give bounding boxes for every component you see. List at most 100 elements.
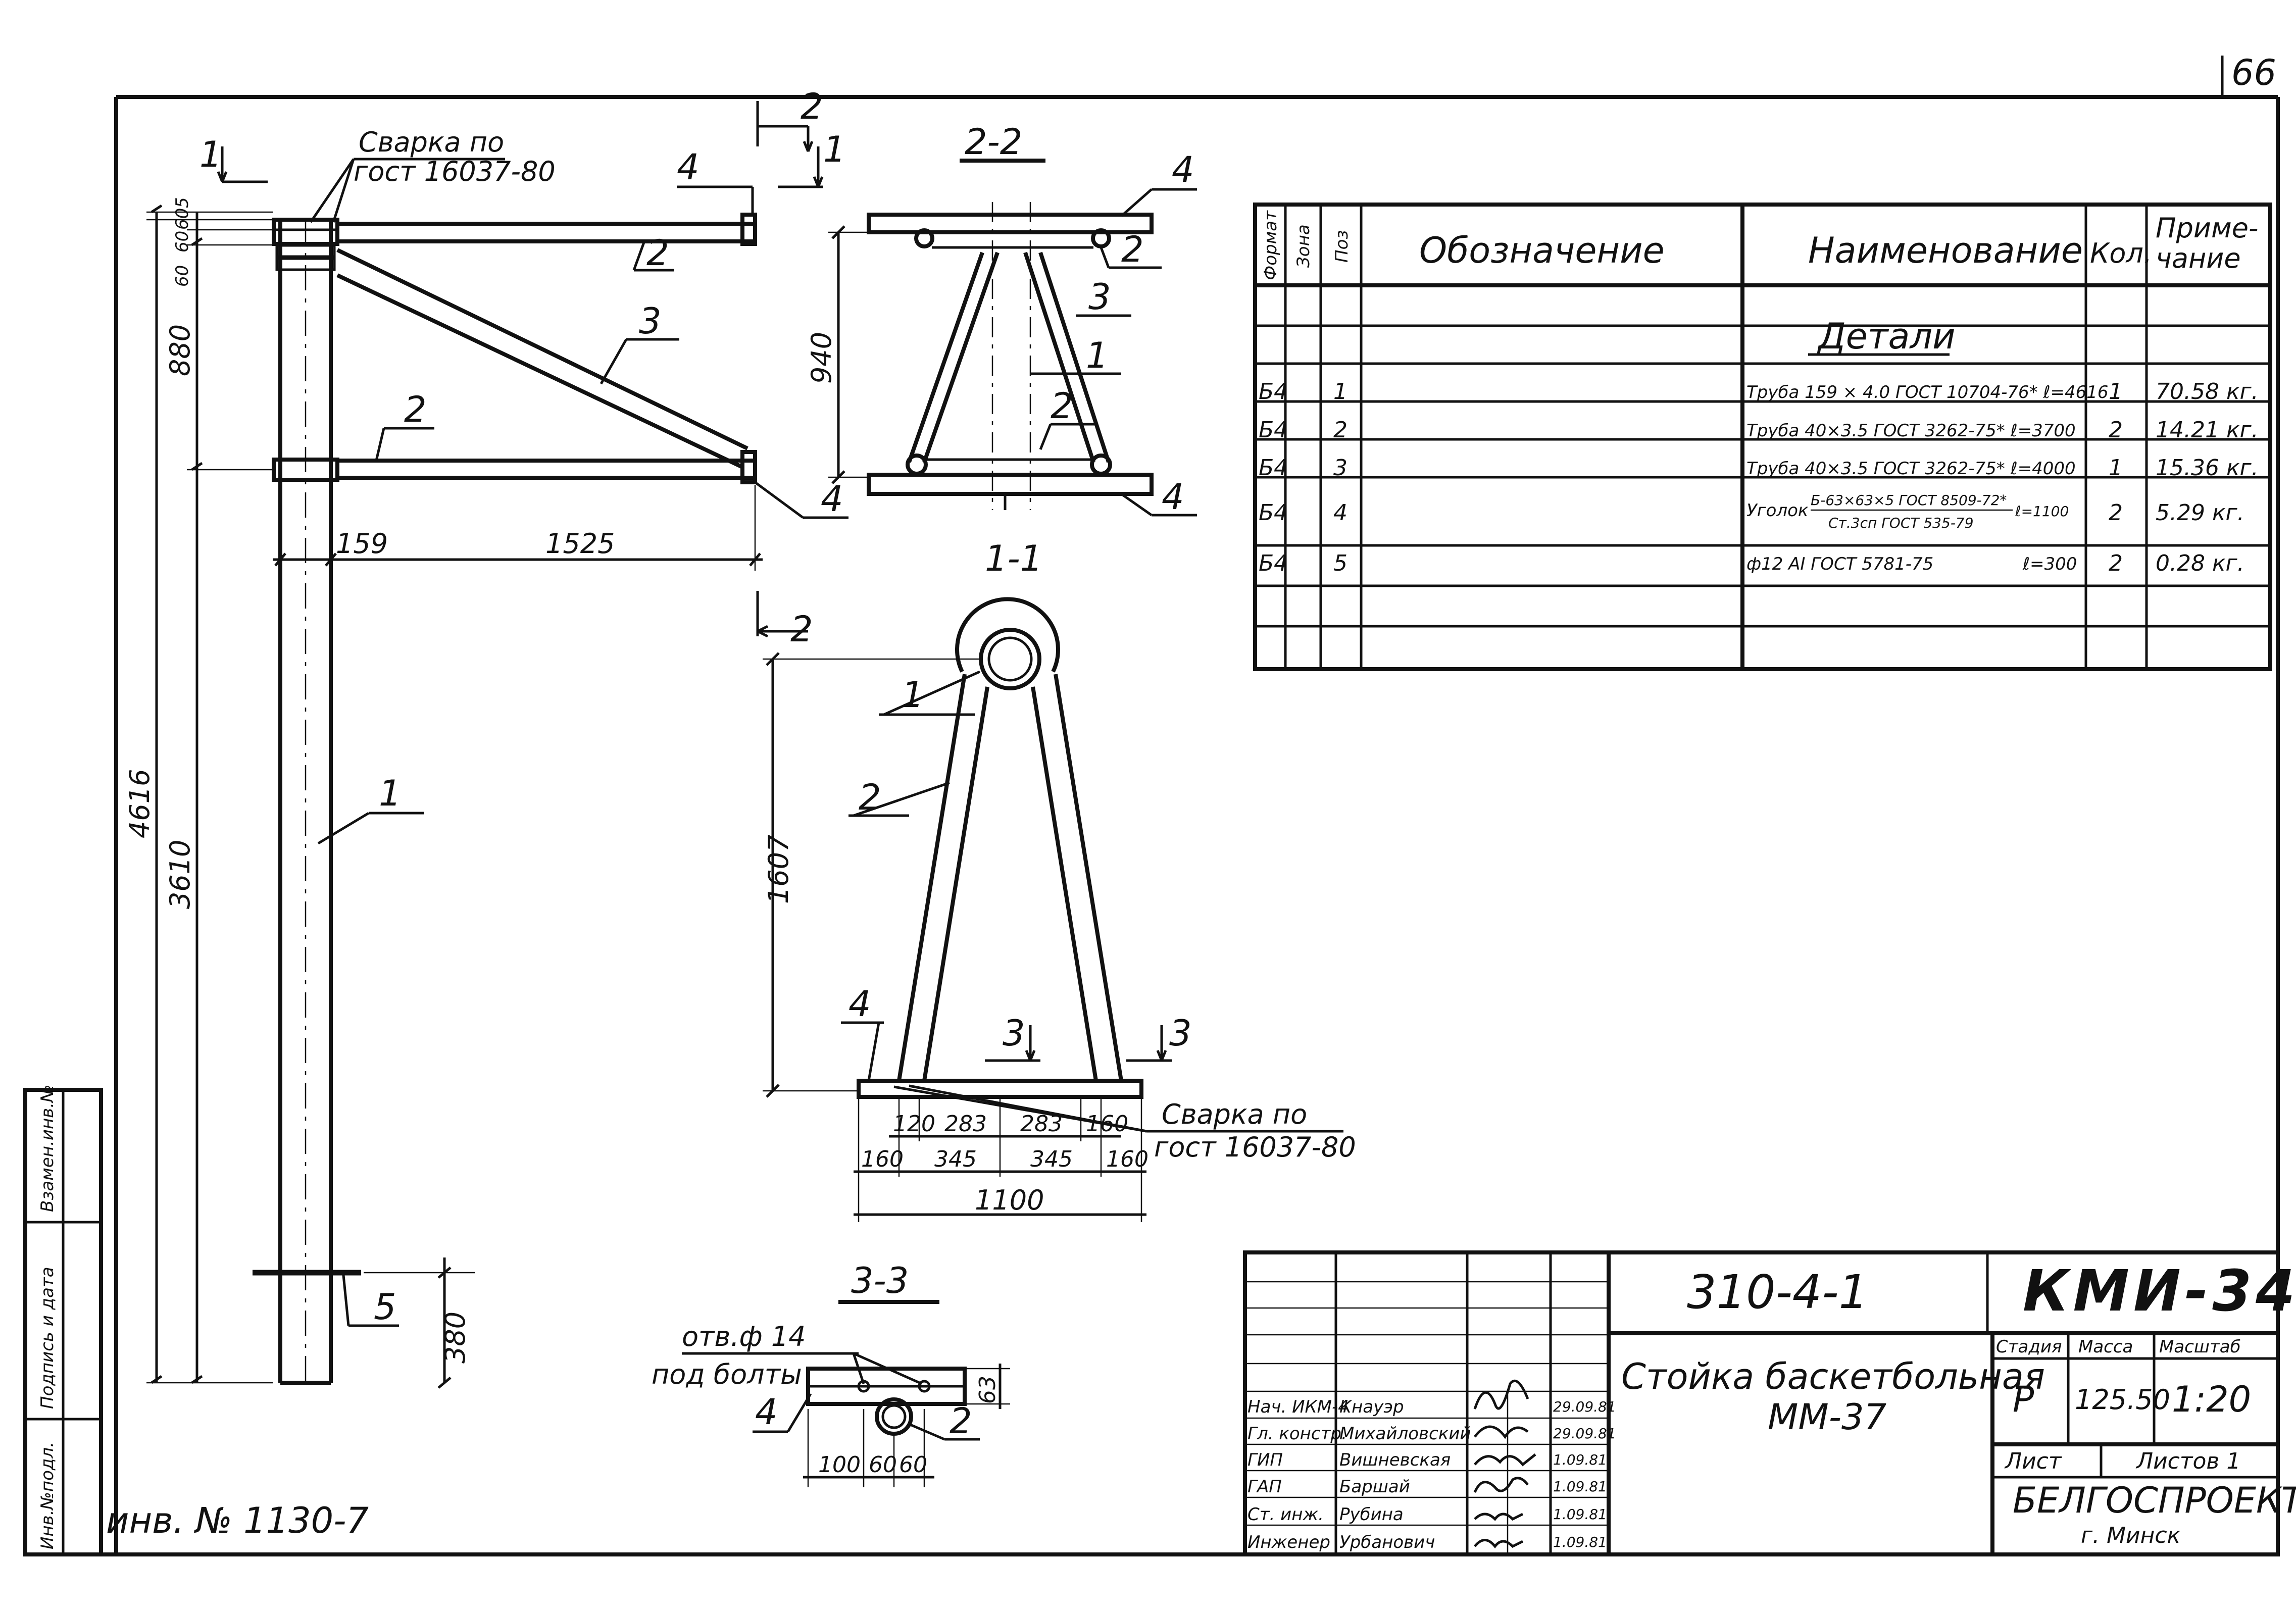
dim-top-60b: 60 xyxy=(172,231,192,253)
elev-label-p2-top: 2 xyxy=(646,232,669,274)
s11-label-p4: 4 xyxy=(848,983,871,1025)
spec-row4-name-a: Уголок xyxy=(1746,500,1809,521)
s22-label-p2b: 2 xyxy=(1051,385,1073,427)
spec-header-pos: Поз xyxy=(1332,230,1352,263)
dim-4616: 4616 xyxy=(124,769,156,838)
s11-dim-total: 1100 xyxy=(975,1184,1044,1216)
s11-dim-1607: 1607 xyxy=(763,835,794,904)
tb-role-3: ГИП xyxy=(1247,1450,1283,1470)
org-name: БЕЛГОСПРОЕКТ xyxy=(2013,1480,2296,1521)
s33-hole-note-line1: отв.ф 14 xyxy=(682,1321,806,1352)
tb-date-3: 1.09.81 xyxy=(1553,1451,1607,1468)
elev-label-p2-low: 2 xyxy=(404,389,427,430)
spec-row2-note: 14.21 кг. xyxy=(2156,417,2259,443)
section-2-mark-top: 2 xyxy=(801,86,823,127)
s22-label-p4-top: 4 xyxy=(1172,149,1194,190)
spec-row1-format: Б4 xyxy=(1259,379,1288,405)
tb-role-1: Нач. ИКМ-4 xyxy=(1247,1397,1349,1417)
dim-880: 880 xyxy=(164,324,196,376)
spec-row4-frac-top: Б-63×63×5 ГОСТ 8509-72* xyxy=(1811,492,2007,509)
elevation-weld-note-line1: Сварка по xyxy=(359,126,504,158)
s33-dim-a: 100 xyxy=(818,1452,861,1478)
spec-row3-pos: 3 xyxy=(1333,455,1347,481)
tb-date-6: 1.09.81 xyxy=(1553,1534,1607,1550)
scale-value: 1:20 xyxy=(2172,1379,2251,1420)
section-1-1-title: 1-1 xyxy=(985,538,1042,579)
s33-hole-note-line2: под болты xyxy=(652,1359,802,1390)
spec-header-format: Формат xyxy=(1261,210,1281,280)
s11-weld-note-line1: Сварка по xyxy=(1162,1098,1307,1130)
sheet-corner-number: 66 xyxy=(2231,52,2276,93)
s11-dim-row1-a: 120 xyxy=(893,1111,935,1137)
side-stamp: Взамен.инв.№ Подпись и дата Инв.№подл. xyxy=(23,1085,103,1556)
inventory-note: инв. № 1130-7 xyxy=(106,1500,369,1541)
spec-header-zone: Зона xyxy=(1293,224,1314,268)
spec-header-name: Наименование xyxy=(1808,230,2083,271)
stage-value: Р xyxy=(2013,1379,2034,1420)
section-1-mark-right: 1 xyxy=(823,129,846,170)
tb-name-1: Кнауэр xyxy=(1339,1397,1404,1417)
spec-section-title: Детали xyxy=(1817,316,1956,357)
spec-row5-note: 0.28 кг. xyxy=(2156,550,2244,576)
s22-label-p1: 1 xyxy=(1086,335,1109,376)
tb-name-4: Баршай xyxy=(1339,1477,1410,1497)
s11-section-3-mark-a: 3 xyxy=(1003,1013,1025,1054)
s33-dim-b: 60 xyxy=(869,1452,897,1478)
side-stamp-replaced: Взамен.инв.№ xyxy=(37,1085,58,1212)
spec-row4-note: 5.29 кг. xyxy=(2156,500,2244,526)
tb-name-6: Урбанович xyxy=(1339,1532,1435,1552)
spec-row5-length: ℓ=300 xyxy=(2022,554,2077,574)
s11-dim-row1-b: 283 xyxy=(944,1111,987,1137)
section-3-3: 3-3 отв.ф 14 под болты 63 100 60 60 4 xyxy=(652,1260,1010,1487)
spec-row3-qty: 1 xyxy=(2109,455,2123,481)
spec-row4-name-b: ℓ=1100 xyxy=(2015,503,2069,520)
dim-3610: 3610 xyxy=(164,840,196,909)
spec-row1-qty: 1 xyxy=(2109,379,2123,405)
s22-label-p4-bottom: 4 xyxy=(1162,476,1184,518)
tb-role-2: Гл. констр. xyxy=(1247,1424,1347,1444)
spec-header-note-1: Приме- xyxy=(2156,212,2258,244)
s11-dim-row2-b: 345 xyxy=(934,1146,977,1172)
tb-role-6: Инженер xyxy=(1247,1532,1330,1552)
s11-label-p1: 1 xyxy=(902,674,924,716)
drawing-title-line1: Стойка баскетбольная xyxy=(1621,1356,2045,1397)
side-stamp-inventory: Инв.№подл. xyxy=(37,1442,58,1549)
s11-section-3-mark-b: 3 xyxy=(1169,1013,1192,1054)
s33-label-p4: 4 xyxy=(755,1391,778,1433)
spec-header-note-2: чание xyxy=(2156,242,2241,274)
sheets-label: Листов 1 xyxy=(2135,1448,2240,1474)
drawing-title-line2: ММ-37 xyxy=(1768,1396,1886,1438)
tb-role-4: ГАП xyxy=(1247,1477,1282,1497)
spec-header-qty: Кол. xyxy=(2090,237,2152,269)
spec-row4-format: Б4 xyxy=(1259,500,1288,526)
org-city: г. Минск xyxy=(2081,1523,2181,1548)
spec-row1-name: Труба 159 × 4.0 ГОСТ 10704-76* ℓ=4616 xyxy=(1746,382,2109,403)
elev-label-p3: 3 xyxy=(639,300,662,342)
tb-date-2: 29.09.81 xyxy=(1553,1425,1616,1442)
dim-1525: 1525 xyxy=(545,528,615,560)
s11-dim-row1-c: 283 xyxy=(1020,1111,1063,1137)
mass-value: 125.50 xyxy=(2075,1384,2170,1416)
section-markers-middle: 2 1 2 xyxy=(756,86,846,650)
title-block: 310-4-1 КМИ-34 Стадия Масса Масштаб Р 12… xyxy=(1243,1250,2296,1556)
spec-row1-note: 70.58 кг. xyxy=(2156,379,2259,405)
s11-dim-row1-d: 160 xyxy=(1086,1111,1128,1137)
elev-label-p5: 5 xyxy=(374,1286,396,1328)
elev-label-p4-low: 4 xyxy=(821,478,843,520)
spec-row5-qty: 2 xyxy=(2109,550,2123,576)
sheet-frame xyxy=(25,56,2280,1556)
tb-date-1: 29.09.81 xyxy=(1553,1398,1616,1415)
s22-label-p2: 2 xyxy=(1121,229,1144,270)
spec-row3-format: Б4 xyxy=(1259,455,1288,481)
s11-weld-note-line2: гост 16037-80 xyxy=(1154,1131,1356,1163)
mass-label: Масса xyxy=(2078,1337,2133,1357)
spec-row5-format: Б4 xyxy=(1259,550,1288,576)
s11-label-p2: 2 xyxy=(859,777,881,818)
section-2-2: 2-2 940 4 2 3 1 xyxy=(806,121,1197,518)
s11-dim-row2-a: 160 xyxy=(861,1146,904,1172)
section-2-2-dim-940: 940 xyxy=(806,332,837,384)
signatures xyxy=(1473,1379,1536,1549)
elevation-view: Сварка по гост 16037-80 1 5 60 6 xyxy=(124,126,848,1389)
dim-top-60c: 60 xyxy=(172,265,192,287)
